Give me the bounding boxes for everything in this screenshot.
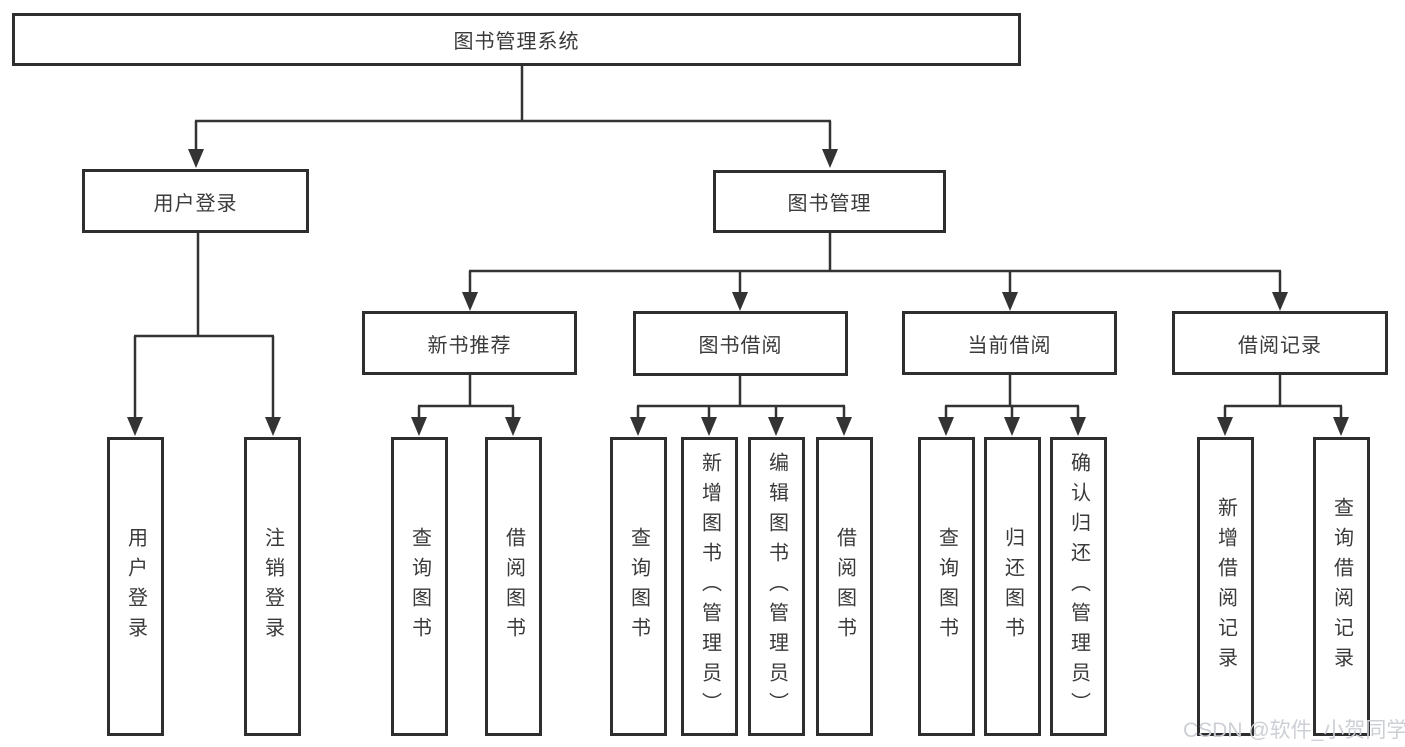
leaf-query-books-current: 查询图书 (918, 437, 975, 736)
leaf-query-borrow-record: 查询借阅记录 (1313, 437, 1370, 736)
leaf-confirm-return-admin: 确认归还（管理员） (1050, 437, 1107, 736)
node-user-login-branch: 用户登录 (82, 169, 309, 233)
leaf-borrow-books: 借阅图书 (816, 437, 873, 736)
node-current-borrowing: 当前借阅 (902, 311, 1117, 375)
leaf-add-books-admin: 新增图书（管理员） (681, 437, 738, 736)
node-book-borrowing: 图书借阅 (633, 311, 848, 376)
leaf-query-books-borrow: 查询图书 (610, 437, 667, 736)
leaf-borrow-books-rec: 借阅图书 (485, 437, 542, 736)
watermark-text: CSDN @软件_小贺同学 (1183, 719, 1405, 742)
leaf-user-login: 用户登录 (107, 437, 164, 736)
node-borrowing-records: 借阅记录 (1172, 311, 1388, 375)
leaf-return-books: 归还图书 (984, 437, 1041, 736)
node-new-book-recommendation: 新书推荐 (362, 311, 577, 375)
leaf-add-borrow-record: 新增借阅记录 (1197, 437, 1254, 736)
leaf-edit-books-admin: 编辑图书（管理员） (748, 437, 805, 736)
leaf-query-books-rec: 查询图书 (391, 437, 448, 736)
leaf-logout: 注销登录 (244, 437, 301, 736)
node-book-management-branch: 图书管理 (713, 170, 946, 233)
node-library-management-system: 图书管理系统 (12, 13, 1021, 66)
